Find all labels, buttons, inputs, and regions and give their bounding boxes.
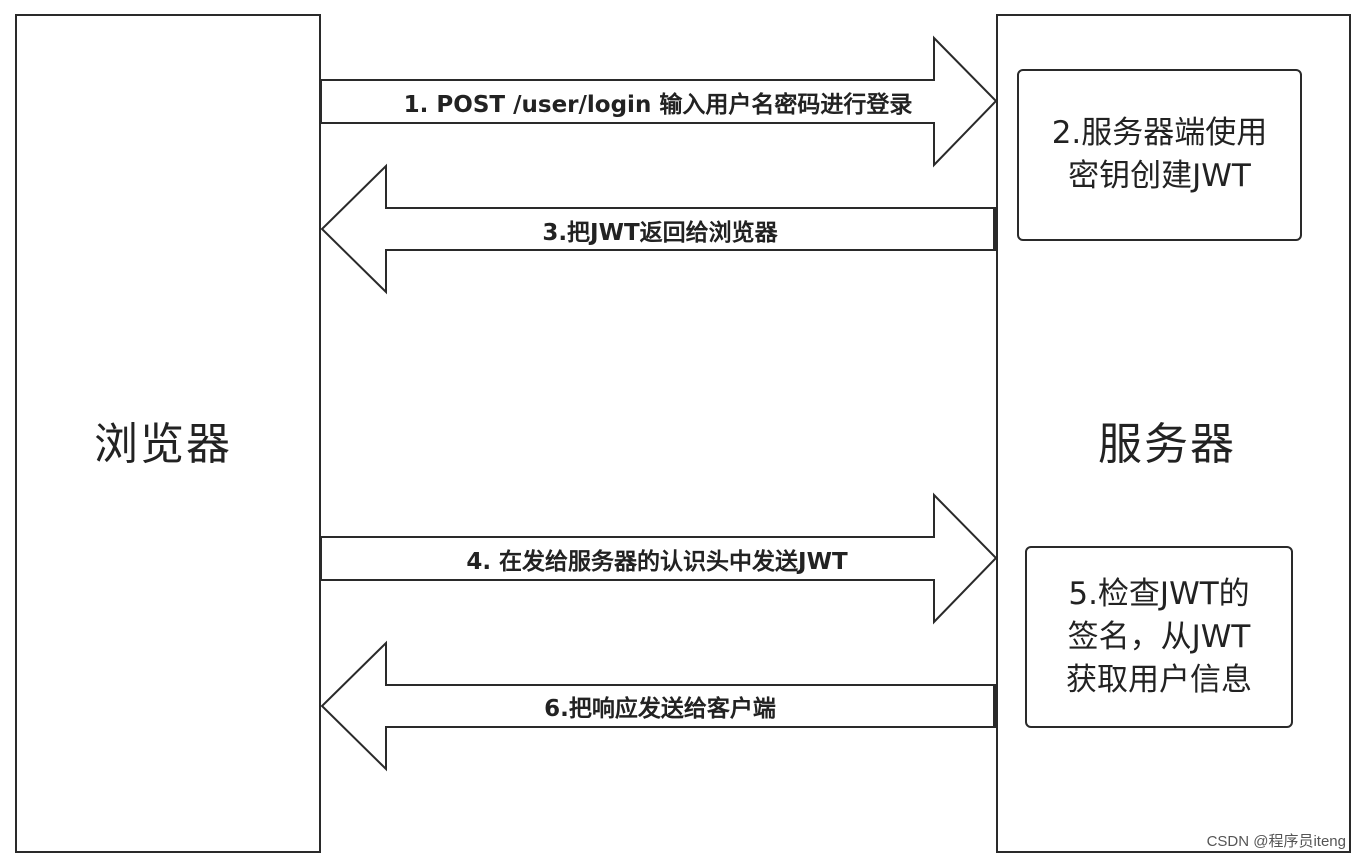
watermark: CSDN @程序员iteng — [1206, 833, 1346, 850]
note-verify-jwt-text: 5.检查JWT的 签名，从JWT 获取用户信息 — [1066, 575, 1252, 698]
arrow-step-6 — [320, 640, 997, 772]
step-4-label: 4. 在发给服务器的认识头中发送JWT — [466, 549, 848, 575]
server-title: 服务器 — [1098, 419, 1236, 470]
browser-lane — [15, 14, 321, 853]
note-verify-jwt: 5.检查JWT的 签名，从JWT 获取用户信息 — [1025, 546, 1293, 728]
browser-title: 浏览器 — [94, 419, 232, 470]
arrow-step-1 — [320, 35, 998, 168]
note-create-jwt-text: 2.服务器端使用 密钥创建JWT — [1051, 115, 1268, 194]
note-create-jwt: 2.服务器端使用 密钥创建JWT — [1017, 69, 1302, 241]
step-1-label: 1. POST /user/login 输入用户名密码进行登录 — [403, 92, 913, 118]
step-6-label: 6.把响应发送给客户端 — [544, 696, 776, 722]
arrow-step-3 — [320, 163, 997, 295]
arrow-step-4 — [320, 492, 998, 625]
step-3-label: 3.把JWT返回给浏览器 — [542, 220, 778, 246]
